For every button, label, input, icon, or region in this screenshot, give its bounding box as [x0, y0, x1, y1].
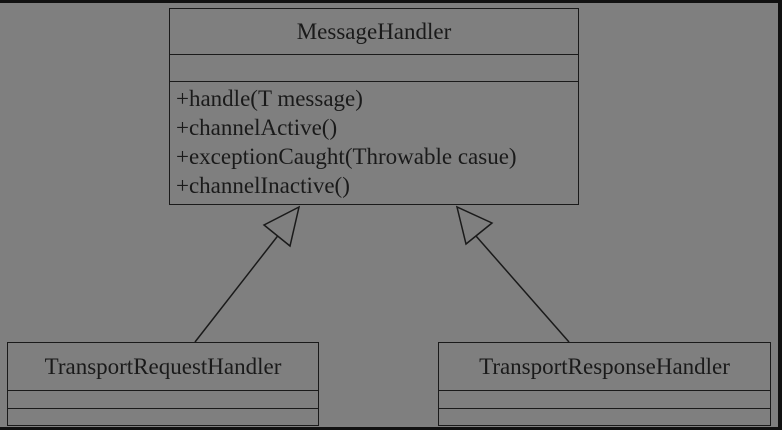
method-handle: +handle(T message) — [176, 86, 363, 111]
frame-top-border — [0, 0, 782, 3]
class-name: TransportResponseHandler — [439, 343, 770, 391]
methods-compartment: +handle(T message) +channelActive() +exc… — [170, 82, 578, 200]
attributes-compartment — [8, 391, 318, 409]
attributes-compartment — [170, 55, 578, 82]
frame-bottom-border — [0, 427, 782, 430]
class-message-handler: MessageHandler +handle(T message) +chann… — [169, 8, 579, 205]
edge-response-to-parent — [475, 235, 570, 343]
class-transport-response-handler: TransportResponseHandler — [438, 342, 771, 426]
edge-request-to-parent — [194, 232, 281, 343]
method-exception-caught: +exceptionCaught(Throwable casue) — [176, 144, 517, 169]
method-channel-active: +channelActive() — [176, 115, 338, 140]
method-channel-inactive: +channelInactive() — [176, 173, 350, 198]
class-name: TransportRequestHandler — [8, 343, 318, 391]
frame-right-border — [778, 0, 782, 430]
generalization-arrowhead-left — [262, 205, 301, 248]
methods-compartment — [439, 409, 770, 411]
attributes-compartment — [439, 391, 770, 409]
class-name: MessageHandler — [170, 9, 578, 55]
class-transport-request-handler: TransportRequestHandler — [7, 342, 319, 426]
methods-compartment — [8, 409, 318, 411]
generalization-arrowhead-right — [455, 205, 494, 246]
